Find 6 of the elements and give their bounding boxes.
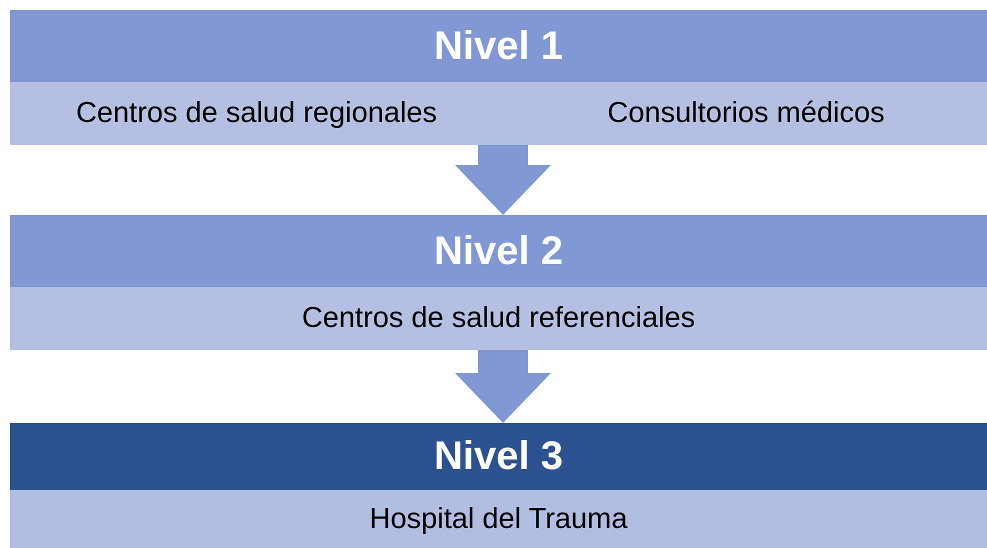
block-arrow (455, 350, 551, 423)
level-heading: Nivel 3 (10, 423, 987, 490)
level-heading: Nivel 2 (10, 215, 987, 287)
block-arrow (455, 145, 551, 215)
level-heading: Nivel 1 (10, 10, 987, 82)
level-panel (10, 10, 987, 145)
